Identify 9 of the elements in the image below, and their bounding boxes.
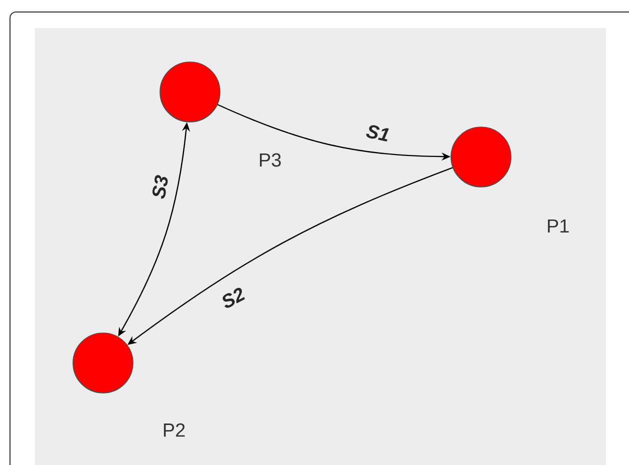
point-label: P3 xyxy=(260,153,281,167)
circle-node xyxy=(72,332,134,394)
edge-label: S1 xyxy=(366,125,389,142)
edge-label: S3 xyxy=(152,175,168,199)
point-label: P1 xyxy=(548,219,569,233)
circle-node xyxy=(450,126,512,188)
edge-label: S2 xyxy=(222,288,245,308)
point-label: P2 xyxy=(164,423,185,437)
circle-node xyxy=(160,62,220,122)
